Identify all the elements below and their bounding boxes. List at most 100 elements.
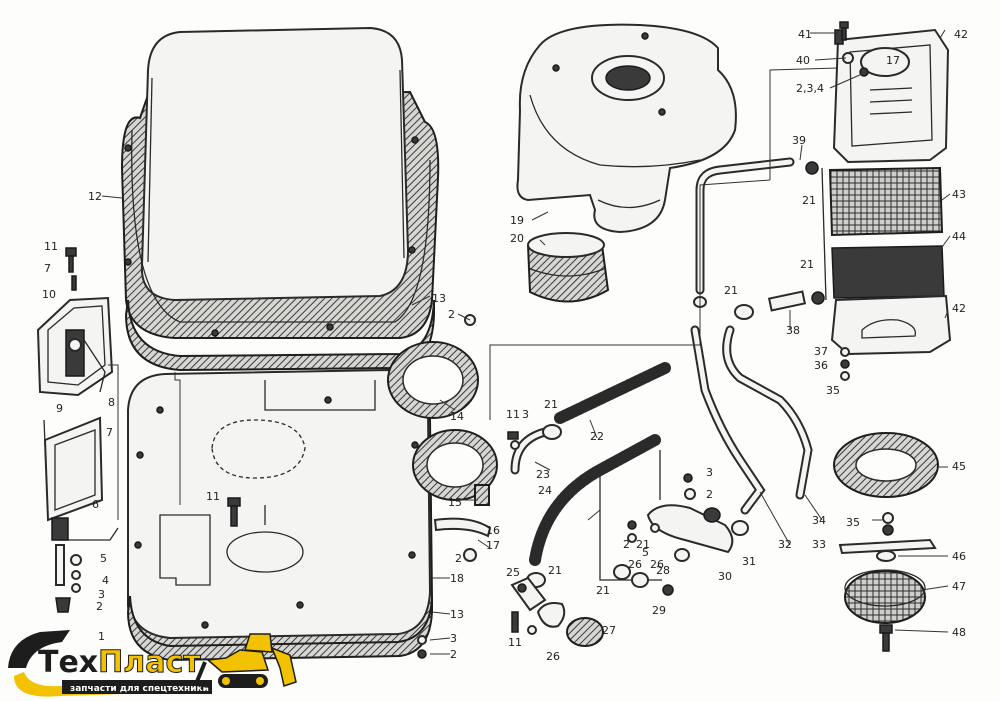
callout-9: 9 xyxy=(56,402,63,415)
connectors-part-21-right xyxy=(805,161,825,305)
pipe-part-34 xyxy=(722,325,813,500)
logo-tagline: запчасти для спецтехники xyxy=(70,684,209,694)
callout-25: 25 xyxy=(506,566,520,579)
callout-21: 21 xyxy=(596,584,610,597)
callout-21: 21 xyxy=(724,284,738,297)
callout-2: 2 xyxy=(706,488,713,501)
callout-11: 11 xyxy=(506,408,520,421)
callout-40: 40 xyxy=(796,54,810,67)
valve-part-25 xyxy=(510,576,547,612)
callout-21: 21 xyxy=(802,194,816,207)
flange-plate-part-28 xyxy=(646,504,734,554)
ring-gasket-part-14-top xyxy=(387,341,479,419)
callout-29: 29 xyxy=(652,604,666,617)
callout-42: 42 xyxy=(952,302,966,315)
bushing-part-15 xyxy=(474,484,490,506)
washers-part-35-right xyxy=(882,512,894,536)
callout-2-3-4: 2,3,4 xyxy=(796,82,824,95)
techplast-logo: ТехПласт запчасти для спецтехники xyxy=(8,630,297,697)
callout-11: 11 xyxy=(508,636,522,649)
callout-13: 13 xyxy=(450,608,464,621)
callout-46: 46 xyxy=(952,550,966,563)
callout-17: 17 xyxy=(486,539,500,552)
strap-part-16 xyxy=(433,517,492,538)
callout-2: 2 xyxy=(96,600,103,613)
callout-7: 7 xyxy=(44,262,51,275)
callout-33: 33 xyxy=(812,538,826,551)
heater-top-tank-part-42 xyxy=(832,28,950,164)
callout-30: 30 xyxy=(718,570,732,583)
grille-part-47 xyxy=(844,569,926,624)
callout-32: 32 xyxy=(778,538,792,551)
callout-15: 15 xyxy=(448,496,462,509)
callout-11: 11 xyxy=(206,490,220,503)
callout-35: 35 xyxy=(846,516,860,529)
callout-41: 41 xyxy=(798,28,812,41)
heater-core-frame xyxy=(821,167,827,301)
bolt-part-41 xyxy=(839,21,849,41)
callout-12: 12 xyxy=(88,190,102,203)
top-cover-part-12 xyxy=(120,26,440,339)
callout-4: 4 xyxy=(102,574,109,587)
logo-tagline-bar xyxy=(62,680,212,694)
callout-36: 36 xyxy=(814,359,828,372)
ring-gasket-part-14-bottom xyxy=(412,429,498,501)
lever-assembly-parts-1-5 xyxy=(51,517,82,613)
callout-24: 24 xyxy=(538,484,552,497)
callout-47: 47 xyxy=(952,580,966,593)
callout-5: 5 xyxy=(642,546,649,559)
small-fasteners-left-center xyxy=(227,314,519,659)
fasteners-parts-35-37 xyxy=(840,347,850,381)
callout-19: 19 xyxy=(510,214,524,227)
logo-swoosh xyxy=(8,630,70,668)
pin-part-7-left xyxy=(71,275,77,291)
callout-34: 34 xyxy=(812,514,826,527)
callout-26: 26 xyxy=(628,558,642,571)
callout-2: 2 xyxy=(455,552,462,565)
callout-35: 35 xyxy=(826,384,840,397)
callout-28: 28 xyxy=(656,564,670,577)
logo-brand-part1: ТехПласт xyxy=(38,645,201,680)
gasket-part-26 xyxy=(536,602,566,628)
pipe-part-39 xyxy=(695,157,795,295)
blower-housing-part-19 xyxy=(516,23,737,234)
hose-part-24 xyxy=(529,434,661,566)
callout-18: 18 xyxy=(450,572,464,585)
callout-13: 13 xyxy=(432,292,446,305)
bolt-part-48 xyxy=(879,624,893,652)
small-fasteners-center xyxy=(510,440,696,635)
callout-1: 1 xyxy=(98,630,105,643)
callout-26: 26 xyxy=(650,558,664,571)
callout-17: 17 xyxy=(886,54,900,67)
callout-10: 10 xyxy=(42,288,56,301)
pipe-part-32 xyxy=(690,325,766,515)
valve-bracket-part-10 xyxy=(36,296,114,397)
callout-26: 26 xyxy=(546,650,560,663)
callout-45: 45 xyxy=(952,460,966,473)
filter-ring-part-45 xyxy=(833,432,939,498)
callout-23: 23 xyxy=(536,468,550,481)
callout-16: 16 xyxy=(486,524,500,537)
callout-39: 39 xyxy=(792,134,806,147)
callout-22: 22 xyxy=(590,430,604,443)
leader-lines xyxy=(101,29,951,655)
callout-11: 11 xyxy=(44,240,58,253)
callout-5: 5 xyxy=(100,552,107,565)
washer-part-46 xyxy=(876,550,896,562)
bolt-part-11-left xyxy=(65,247,77,273)
callout-14: 14 xyxy=(450,410,464,423)
callout-labels: 1 2 2 2 2 2 2 3 3 3 3 4 5 5 6 7 7 8 9 10… xyxy=(42,28,968,663)
callout-2: 2 xyxy=(450,648,457,661)
pipe-part-22 xyxy=(554,362,671,424)
callout-48: 48 xyxy=(952,626,966,639)
callout-38: 38 xyxy=(786,324,800,337)
sleeve-part-38 xyxy=(767,290,807,312)
heater-core-part-44 xyxy=(831,245,945,299)
callout-3: 3 xyxy=(522,408,529,421)
heater-core-part-43 xyxy=(828,166,944,237)
callout-21: 21 xyxy=(548,564,562,577)
callout-42: 42 xyxy=(954,28,968,41)
callout-2: 2 xyxy=(623,538,630,551)
